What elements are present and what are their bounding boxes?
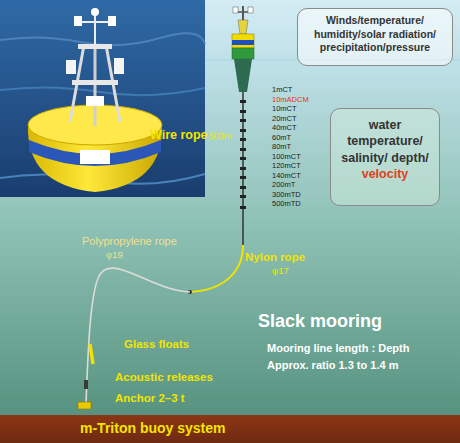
sensor-tick: [240, 167, 246, 170]
buoy-base: [232, 48, 254, 59]
node-text: m-Triton buoy system: [80, 420, 460, 436]
node-text: Winds/temperature/ humidity/solar radiat…: [301, 14, 449, 55]
sensor-depth: 80mT: [272, 143, 291, 151]
mooring-buoy: [232, 6, 254, 92]
part-name: Anchor 2–3 t: [115, 393, 185, 405]
nylon-rope: [190, 245, 243, 292]
part-name: Nylon rope: [245, 252, 305, 264]
anchor-block: [78, 402, 91, 409]
sensor-tick: [240, 138, 246, 141]
part-name: Glass floats: [124, 339, 189, 351]
photo-solar-panel: [86, 96, 104, 106]
node-text: velocity: [334, 166, 436, 182]
part-name: Polypropylene rope: [82, 236, 177, 247]
part-name: Acoustic releases: [115, 372, 213, 384]
sensor-tick: [240, 186, 246, 189]
photo-sea: [0, 0, 205, 197]
photo-mast: [94, 14, 96, 44]
photo-sensor: [74, 16, 82, 26]
seabed-band: m-Triton buoy system: [0, 415, 460, 443]
buoy-cone: [234, 59, 252, 92]
dimension: φ19: [106, 250, 123, 260]
photo-platform: [78, 44, 112, 49]
photo-tower-leg: [94, 45, 97, 126]
sensor-depth: 1mCT: [272, 86, 292, 94]
buoy-sensor: [233, 7, 238, 13]
sensor-depth: 300mTD: [272, 191, 301, 199]
sensor-tick: [240, 110, 246, 113]
photo-buoy-logo: [80, 150, 110, 164]
heading-note: Slack mooring: [258, 312, 382, 330]
sensor-tick: [240, 129, 246, 132]
buoy-photo: [0, 0, 205, 197]
photo-sensor: [114, 58, 124, 74]
note: Mooring line length : Depth: [267, 343, 409, 354]
info-box: Winds/temperature/ humidity/solar radiat…: [297, 8, 453, 66]
buoy-tower: [238, 20, 248, 34]
dimension: 500m: [209, 132, 232, 141]
photo-crossbar: [78, 21, 112, 23]
photo-platform: [72, 80, 118, 85]
sensor-depth: 100mCT: [272, 153, 301, 161]
glass-floats: [90, 344, 93, 364]
sensor-tick: [240, 148, 246, 151]
sensor-depth: 200mT: [272, 181, 295, 189]
sensor-tick: [240, 176, 246, 179]
sensor-depth: 20mCT: [272, 115, 297, 123]
photo-wave: [0, 87, 205, 95]
photo-wind-sensor: [91, 8, 99, 16]
dimension: φ17: [272, 266, 289, 276]
sensor-tick: [240, 100, 246, 103]
buoy-float: [232, 34, 254, 48]
part-name: Wire rope: [150, 129, 208, 142]
sensor-depth: 10mADCM: [272, 96, 309, 104]
sensor-ticks: [240, 100, 246, 209]
sensor-tick: [240, 157, 246, 160]
polypropylene-rope: [86, 268, 190, 404]
sensor-depth: 60mT: [272, 134, 291, 142]
photo-sensor: [66, 60, 76, 74]
sensor-tick: [240, 119, 246, 122]
sensor-depth: 500mTD: [272, 200, 301, 208]
acoustic-release: [84, 380, 88, 389]
sensor-tick: [240, 195, 246, 198]
info-box: water temperature/ salinity/ depth/veloc…: [330, 108, 440, 206]
sensor-depth: 120mCT: [272, 162, 301, 170]
photo-sensor: [108, 16, 116, 26]
sensor-depth: 10mCT: [272, 105, 297, 113]
buoy-sensor: [248, 7, 253, 13]
node-text: water temperature/ salinity/ depth/: [334, 117, 436, 166]
photo-wave: [0, 33, 205, 45]
sensor-depth: 140mCT: [272, 172, 301, 180]
sensor-depth: 40mCT: [272, 124, 297, 132]
note: Approx. ratio 1.3 to 1.4 m: [267, 360, 398, 371]
sensor-tick: [240, 206, 246, 209]
buoy-band: [232, 40, 254, 45]
